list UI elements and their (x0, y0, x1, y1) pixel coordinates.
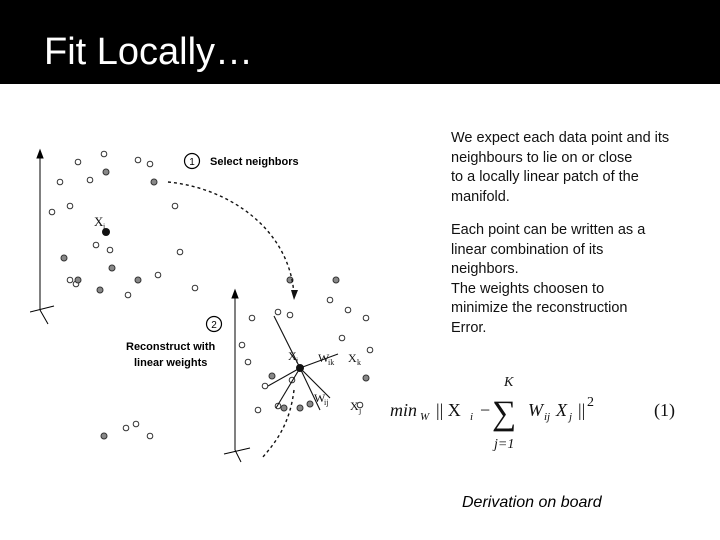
center-label: X (288, 349, 297, 363)
weight-j-sub: ij (324, 398, 328, 407)
left-axes (30, 148, 55, 325)
step2-badge: 2 (205, 315, 223, 333)
formula-weight: W (528, 400, 545, 420)
point-xi (102, 228, 110, 236)
lle-figure: 1 Select neighbors 2 Reconstruct with li… (30, 148, 374, 463)
derivation-note: Derivation on board (462, 494, 602, 511)
formula-min-sub: W (420, 411, 430, 423)
formula-xj-sub: j (567, 411, 572, 423)
xi-label-sub: i (103, 222, 106, 231)
formula-upper-limit: K (503, 375, 514, 390)
neighbor-k-sub: k (357, 358, 361, 367)
weight-k-sub: ik (328, 358, 334, 367)
step1-number: 1 (189, 157, 195, 168)
hollow-points (48, 150, 374, 440)
weight-j-label: W (314, 391, 326, 405)
formula-sigma: ∑ (492, 395, 516, 432)
neighbor-k-label: X (348, 351, 357, 365)
formula-min: min (390, 400, 417, 420)
formula-eq-number: (1) (654, 400, 675, 421)
formula-norm-open: || X (436, 400, 461, 420)
arrowhead-1 (291, 290, 298, 300)
center-point (296, 364, 304, 372)
step2-number: 2 (211, 320, 217, 331)
paragraph-locally-linear: We expect each data point and its neighb… (451, 130, 670, 205)
formula-power: 2 (587, 395, 594, 410)
gray-points (60, 168, 370, 440)
neighbor-j-sub: j (358, 406, 361, 415)
dashed-arrow-2 (261, 389, 295, 459)
formula-norm-close: || (578, 400, 585, 420)
formula-lower-limit: j=1 (492, 437, 514, 452)
formula-minus: − (480, 400, 490, 420)
neighbor-j-label: X (350, 399, 359, 413)
neighbor-star (267, 315, 339, 411)
formula-xi-sub: i (470, 411, 473, 423)
lower-axes (223, 288, 251, 463)
dashed-arrow-1 (167, 181, 295, 296)
step2-label-line1: Reconstruct with (126, 341, 216, 353)
step1-label: Select neighbors (210, 156, 299, 168)
formula-xj: X (555, 400, 568, 420)
formula-weight-sub: ij (544, 411, 550, 423)
step1-badge: 1 (183, 152, 201, 170)
reconstruction-error-formula: min W || X i − K ∑ j=1 W ij X j || 2 (1) (390, 375, 675, 452)
slide-title: Fit Locally… (44, 31, 254, 73)
center-label-sub: i (296, 356, 299, 365)
weight-k-label: W (318, 351, 330, 365)
step2-label-line2: linear weights (134, 357, 207, 369)
paragraph-linear-combination: Each point can be written as a linear co… (451, 222, 646, 336)
xi-label: X (94, 214, 104, 229)
title-bar (0, 0, 720, 84)
